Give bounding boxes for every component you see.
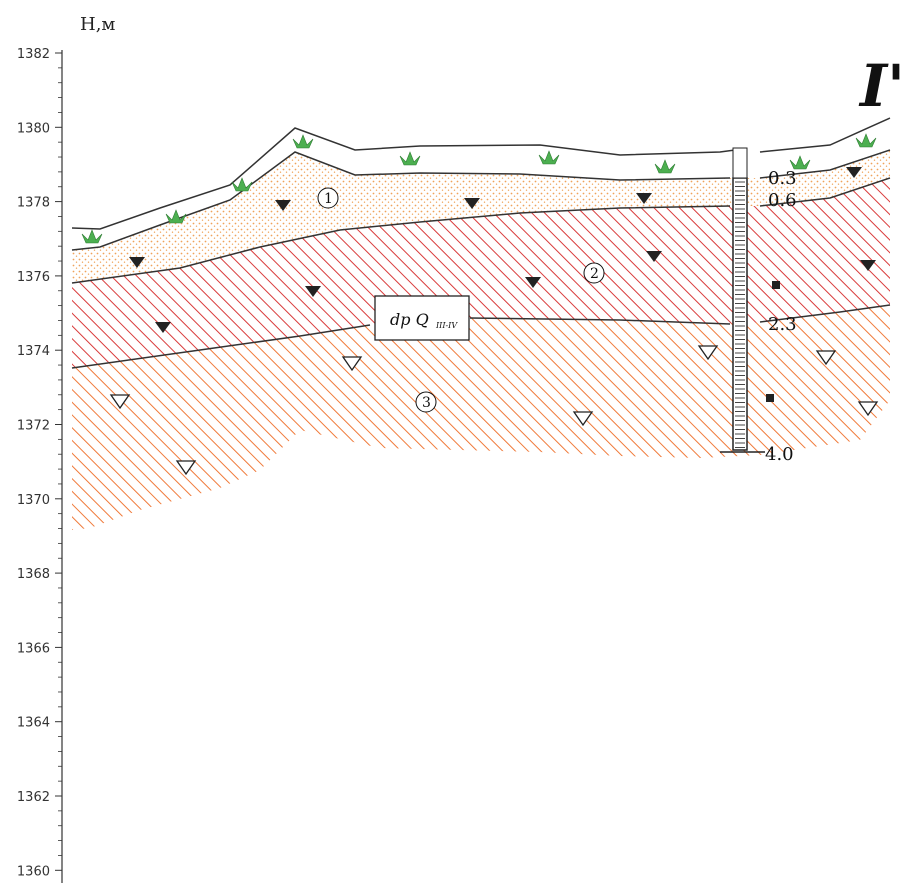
axis-ticks: 1382 1380 1378 1376 1374 1372 1370 1368 1366 1364… <box>17 47 62 879</box>
hollow-triangle-icon <box>341 356 363 372</box>
vegetation-icon <box>165 209 187 224</box>
layer-number-2-circle <box>583 262 605 284</box>
borehole: 0.3 0.6 2.3 4.0 <box>720 147 797 465</box>
axis-tick-label: 1366 <box>17 641 50 656</box>
square-marker-icon <box>772 281 780 289</box>
layer-number-2-text: 2 <box>590 266 599 282</box>
layer-number-1-text: 1 <box>324 191 333 207</box>
hollow-triangle-icon <box>109 394 131 410</box>
ground-surface-line <box>71 117 891 230</box>
axis-tick-label: 1374 <box>17 344 50 359</box>
filled-triangle-icon <box>646 251 662 262</box>
axis-tick-label: 1364 <box>17 716 50 731</box>
boundary-1-2 <box>71 177 891 284</box>
age-label-main: dp Q <box>390 310 429 329</box>
layer-number-3-text: 3 <box>422 395 431 411</box>
filled-triangle-icon <box>275 200 291 211</box>
layer-2-fill <box>72 178 890 368</box>
layer-number-1: 1 <box>317 187 339 209</box>
depth-label-4: 4.0 <box>765 444 794 465</box>
filled-triangle-icon <box>305 286 321 297</box>
hollow-triangle-icon <box>697 345 719 361</box>
axis-tick-label: 1378 <box>17 196 50 211</box>
elevation-axis: H,м 1382 1380 1378 1376 1374 1372 1370 1368 1366… <box>17 14 115 883</box>
hollow-triangle-icon <box>175 460 197 476</box>
hollow-triangle-icon <box>572 411 594 427</box>
axis-tick-label: 1376 <box>17 270 50 285</box>
vegetation-icon <box>292 134 314 149</box>
filled-triangle-icon <box>636 193 652 204</box>
axis-title: H,м <box>80 14 115 35</box>
vegetation-icon <box>789 155 811 170</box>
axis-tick-label: 1372 <box>17 419 50 434</box>
vegetation-icon <box>399 151 421 166</box>
age-label-sub: III-IV <box>435 321 458 330</box>
filled-triangle-icon <box>846 167 862 178</box>
layer-number-3: 3 <box>415 391 437 413</box>
depth-label-2: 0.6 <box>768 190 797 211</box>
vegetation-icon <box>231 177 253 192</box>
vegetation-icon <box>81 229 103 244</box>
layer-markers <box>109 167 879 476</box>
vegetation-icon <box>654 159 676 174</box>
vegetation-icon <box>538 150 560 165</box>
filled-triangle-icon <box>464 198 480 209</box>
hollow-triangle-icon <box>857 401 879 417</box>
axis-tick-label: 1368 <box>17 567 50 582</box>
layer-number-1-circle <box>317 187 339 209</box>
vegetation-marks <box>81 133 877 244</box>
section-label: I' <box>858 52 905 120</box>
filled-triangle-icon <box>860 260 876 271</box>
borehole-top-gap <box>732 147 748 179</box>
borehole-scale <box>735 181 745 448</box>
layer-number-3-circle <box>415 391 437 413</box>
layer-3-fill <box>72 305 890 530</box>
square-marker-icon <box>766 394 774 402</box>
filled-triangle-icon <box>155 322 171 333</box>
boundary-2-3 <box>71 304 891 369</box>
axis-tick-label: 1382 <box>17 47 50 62</box>
vegetation-icon <box>855 133 877 148</box>
hollow-triangle-icon <box>815 350 837 366</box>
filled-triangle-icon <box>129 257 145 268</box>
axis-tick-label: 1370 <box>17 493 50 508</box>
borehole-column <box>732 177 748 451</box>
axis-tick-label: 1362 <box>17 790 50 805</box>
age-label-box <box>374 295 470 341</box>
depth-label-3: 2.3 <box>768 314 797 335</box>
depth-label-1: 0.3 <box>768 168 797 189</box>
age-label: dp Q III-IV <box>374 295 470 341</box>
axis-tick-label: 1360 <box>17 864 50 879</box>
soil-base-line <box>71 149 891 251</box>
axis-tick-label: 1380 <box>17 121 50 136</box>
boundaries <box>71 117 891 369</box>
layer-number-2: 2 <box>583 262 605 284</box>
filled-triangle-icon <box>525 277 541 288</box>
